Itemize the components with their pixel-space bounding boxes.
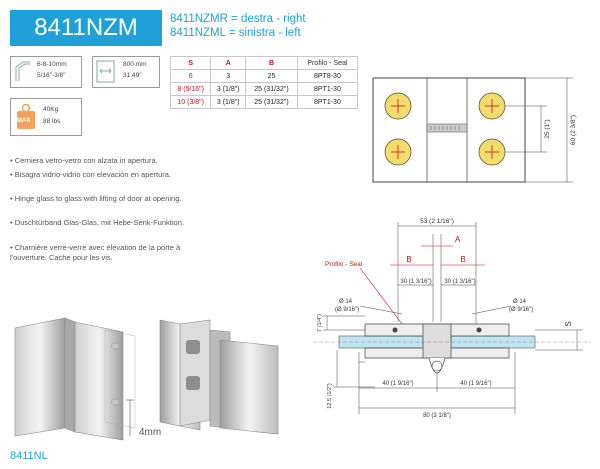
description-es: • Bisagra vidrio-vidrio con elevación en… bbox=[10, 170, 172, 179]
photo-dimension-label: 4mm bbox=[139, 427, 162, 438]
variant-right: 8411NZMR = destra - right bbox=[170, 13, 306, 25]
door-width-mm: 800 mm bbox=[123, 61, 147, 68]
dim-7-label: 7 (1/4") bbox=[317, 314, 323, 332]
dim-60-label: 60 (2 3/8") bbox=[570, 115, 577, 145]
glass-thickness-icon bbox=[15, 61, 30, 81]
table-cell: 6 bbox=[169, 69, 212, 83]
door-width-box: 800 mm 31.49" bbox=[92, 56, 160, 88]
seal-label: Profilo - Seal bbox=[325, 261, 363, 268]
dim-12-5-label: 12.5 (1/2") bbox=[327, 383, 333, 409]
table-cell: 3 (1/8") bbox=[210, 95, 247, 109]
weight-icon bbox=[17, 103, 35, 129]
table-row: 8 (5/16") 3 (1/8") 25 (31/32") 8PT1-30 bbox=[169, 82, 359, 96]
dim-b-right-label: B bbox=[460, 255, 465, 264]
table-header: A bbox=[210, 56, 247, 70]
table-header-row: S A B Profilo - Seal bbox=[169, 56, 359, 70]
table-row: 6 3 25 8PT8-30 bbox=[169, 69, 359, 83]
glass-thickness-box: 6-8-10mm 5/16"-3/8" bbox=[10, 56, 82, 88]
description-en: • Hinge glass to glass with lifting of d… bbox=[10, 194, 182, 203]
table-cell: 25 (31/32") bbox=[245, 95, 298, 109]
dim-phi14-right-in-label: (Ø 9/16") bbox=[509, 307, 533, 313]
table-cell: 8PT8-30 bbox=[296, 69, 359, 83]
hinge-front-drawing: 25 (1") 60 (2 3/8") bbox=[372, 77, 577, 183]
dimensions-table: S A B Profilo - Seal 6 3 25 8PT8-30 8 (5… bbox=[169, 56, 359, 109]
max-weight-kg: 40Kg bbox=[43, 106, 59, 113]
table-cell: 3 bbox=[210, 69, 247, 83]
table-cell: 25 bbox=[245, 69, 298, 83]
door-width-icon bbox=[96, 60, 115, 83]
hinge-photo-closed bbox=[14, 317, 136, 441]
dim-b-left-label: B bbox=[406, 255, 411, 264]
description-fr: • Charnière verre-verre avec élévation d… bbox=[10, 243, 181, 262]
dim-phi14-left-in-label: (Ø 9/16") bbox=[335, 307, 359, 313]
table-cell: 8 (5/16") bbox=[169, 82, 212, 96]
dim-a-label: A bbox=[455, 235, 461, 244]
max-label: MAX bbox=[17, 118, 31, 124]
table-cell: 8PT1-30 bbox=[296, 82, 359, 96]
table-row: 10 (3/8") 3 (1/8") 25 (31/32") 8PT1-30 bbox=[169, 95, 359, 109]
dim-40-left-label: 40 (1 9/16") bbox=[382, 381, 413, 387]
table-header: B bbox=[245, 56, 298, 70]
dim-53-label: 53 (2 1/16") bbox=[420, 218, 454, 225]
glass-thickness-mm: 6-8-10mm bbox=[37, 61, 67, 68]
table-cell: 8PT1-30 bbox=[296, 95, 359, 109]
table-cell: 25 (31/32") bbox=[245, 82, 298, 96]
glass-thickness-in: 5/16"-3/8" bbox=[37, 72, 66, 79]
dim-80-label: 80 (3 1/8") bbox=[423, 413, 451, 419]
hinge-section-drawing: 53 (2 1/16") A Profilo - Seal B B 30 (1 … bbox=[313, 218, 591, 419]
door-width-in: 31.49" bbox=[123, 72, 142, 79]
table-cell: 3 (1/8") bbox=[210, 82, 247, 96]
dim-25-label: 25 (1") bbox=[544, 119, 551, 138]
dim-30-right-label: 30 (1 3/16") bbox=[444, 279, 475, 285]
description-it: • Cerniera vetro-vetro con alzata in ape… bbox=[10, 156, 158, 165]
dim-s-label: S bbox=[564, 321, 573, 326]
table-header: Profilo - Seal bbox=[296, 56, 359, 70]
max-weight-box: MAX 40Kg 88 lbs bbox=[10, 98, 82, 136]
footer-product-code: 8411NL bbox=[10, 450, 48, 462]
table-header: S bbox=[169, 56, 212, 70]
dim-phi14-left-label: Ø 14 bbox=[339, 299, 353, 305]
product-code: 8411NZM bbox=[10, 10, 162, 46]
variant-left: 8411NZML = sinistra - left bbox=[170, 27, 301, 39]
dim-40-right-label: 40 (1 9/16") bbox=[460, 381, 491, 387]
hinge-photo-open bbox=[159, 319, 279, 435]
description-de: • Duschtürband Glas-Glas, mit Hebe-Senk-… bbox=[10, 218, 184, 227]
table-cell: 10 (3/8") bbox=[169, 95, 212, 109]
photo-dimension-marker bbox=[126, 399, 134, 436]
dim-30-left-label: 30 (1 3/16") bbox=[400, 279, 431, 285]
max-weight-lbs: 88 lbs bbox=[43, 118, 61, 125]
dim-phi14-right-label: Ø 14 bbox=[513, 299, 527, 305]
